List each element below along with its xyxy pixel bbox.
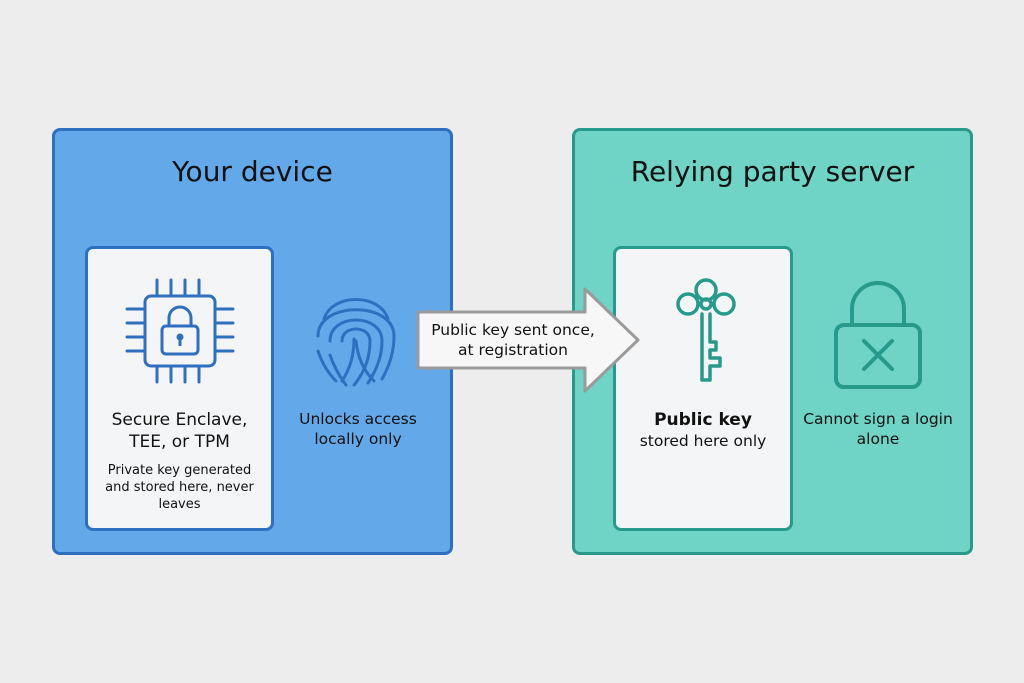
public-key-description: stored here only: [639, 432, 767, 450]
arrow-label: Public key sent once, at registration: [431, 321, 595, 359]
lock-caption: Cannot sign a login alone: [803, 410, 953, 448]
enclave-description: Private key generated and stored here, n…: [105, 463, 254, 512]
key-icon: [676, 278, 736, 382]
biometric-caption: Unlocks access locally only: [299, 410, 417, 448]
public-key-card: Public key stored here only: [613, 246, 793, 531]
registration-arrow: Public key sent once, at registration: [415, 285, 645, 395]
server-panel-title: Relying party server: [630, 155, 915, 188]
enclave-title: Secure Enclave, TEE, or TPM: [111, 410, 248, 452]
secure-enclave-card: Secure Enclave, TEE, or TPM Private key …: [85, 246, 274, 531]
device-panel: Your device: [52, 128, 453, 555]
chip-lock-icon: [125, 278, 235, 384]
lock-x-icon: [834, 281, 922, 389]
public-key-title: Public key: [654, 410, 752, 430]
fingerprint-icon: [316, 298, 396, 387]
device-panel-title: Your device: [172, 155, 333, 188]
